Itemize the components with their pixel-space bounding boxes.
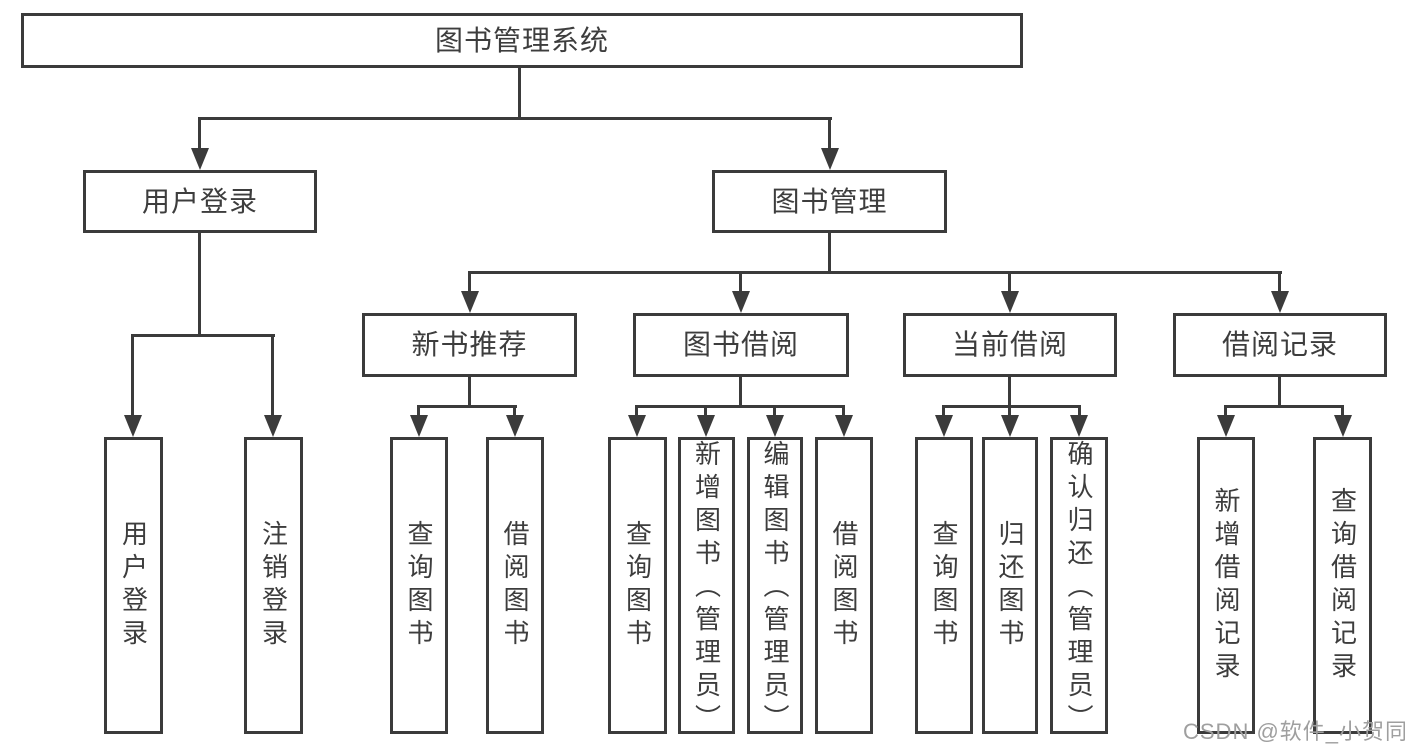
arrow-down-icon xyxy=(461,291,479,313)
connector-line xyxy=(1224,405,1227,418)
node-borrow-records: 借阅记录 xyxy=(1173,313,1387,377)
leaf-borrow-borrow-books: 借阅图书 xyxy=(815,437,873,734)
leaf-borrow-query-books: 查询图书 xyxy=(608,437,667,734)
leaf-borrow-edit-books-admin: 编辑图书（管理员） xyxy=(747,437,803,737)
arrow-down-icon xyxy=(935,415,953,437)
connector-line xyxy=(198,117,832,120)
connector-line xyxy=(1008,271,1011,295)
arrow-down-icon xyxy=(506,415,524,437)
arrow-down-icon xyxy=(264,415,282,437)
node-book-management-branch: 图书管理 xyxy=(712,170,947,233)
connector-line xyxy=(704,405,707,418)
arrow-down-icon xyxy=(835,415,853,437)
arrow-down-icon xyxy=(628,415,646,437)
connector-line xyxy=(942,405,1081,408)
connector-line xyxy=(635,405,845,408)
connector-line xyxy=(942,405,945,418)
leaf-borrow-add-books-admin: 新增图书（管理员） xyxy=(678,437,735,737)
arrow-down-icon xyxy=(124,415,142,437)
arrow-down-icon xyxy=(1217,415,1235,437)
connector-line xyxy=(131,334,275,337)
connector-line xyxy=(739,375,742,407)
arrow-down-icon xyxy=(1070,415,1088,437)
connector-line xyxy=(1008,405,1011,418)
connector-line xyxy=(468,375,471,407)
connector-line xyxy=(1008,375,1011,407)
connector-line xyxy=(828,231,831,274)
arrow-down-icon xyxy=(697,415,715,437)
connector-line xyxy=(773,405,776,418)
arrow-down-icon xyxy=(1271,291,1289,313)
connector-line xyxy=(739,271,742,295)
arrow-down-icon xyxy=(410,415,428,437)
connector-line xyxy=(1078,405,1081,418)
connector-line xyxy=(417,405,420,418)
connector-line xyxy=(271,334,274,417)
arrow-down-icon xyxy=(1001,291,1019,313)
arrow-down-icon xyxy=(821,148,839,170)
arrow-down-icon xyxy=(1001,415,1019,437)
connector-line xyxy=(842,405,845,418)
node-current-borrow: 当前借阅 xyxy=(903,313,1117,377)
connector-line xyxy=(198,231,201,337)
connector-line xyxy=(468,271,1282,274)
connector-line xyxy=(198,117,201,151)
connector-line xyxy=(513,405,516,418)
arrow-down-icon xyxy=(191,148,209,170)
node-book-borrow: 图书借阅 xyxy=(633,313,849,377)
connector-line xyxy=(635,405,638,418)
leaf-records-add-record: 新增借阅记录 xyxy=(1197,437,1255,734)
connector-line xyxy=(518,66,521,119)
leaf-logout: 注销登录 xyxy=(244,437,303,734)
node-root: 图书管理系统 xyxy=(21,13,1023,68)
connector-line xyxy=(1224,405,1344,408)
connector-line xyxy=(417,405,517,408)
leaf-newbooks-query-books: 查询图书 xyxy=(390,437,448,734)
arrow-down-icon xyxy=(732,291,750,313)
arrow-down-icon xyxy=(1334,415,1352,437)
leaf-user-login: 用户登录 xyxy=(104,437,163,734)
node-new-book-recommend: 新书推荐 xyxy=(362,313,577,377)
connector-line xyxy=(468,271,471,295)
connector-line xyxy=(1278,375,1281,407)
leaf-records-query-record: 查询借阅记录 xyxy=(1313,437,1372,734)
leaf-current-query-books: 查询图书 xyxy=(915,437,973,734)
connector-line xyxy=(828,117,831,151)
arrow-down-icon xyxy=(766,415,784,437)
connector-line xyxy=(1341,405,1344,418)
connector-line xyxy=(1278,271,1281,295)
node-user-login-branch: 用户登录 xyxy=(83,170,317,233)
csdn-watermark: CSDN @软件_小贺同学 xyxy=(1183,719,1405,744)
leaf-current-return-books: 归还图书 xyxy=(982,437,1038,734)
leaf-newbooks-borrow-books: 借阅图书 xyxy=(486,437,544,734)
connector-line xyxy=(131,334,134,417)
leaf-current-confirm-return-admin: 确认归还（管理员） xyxy=(1050,437,1108,737)
